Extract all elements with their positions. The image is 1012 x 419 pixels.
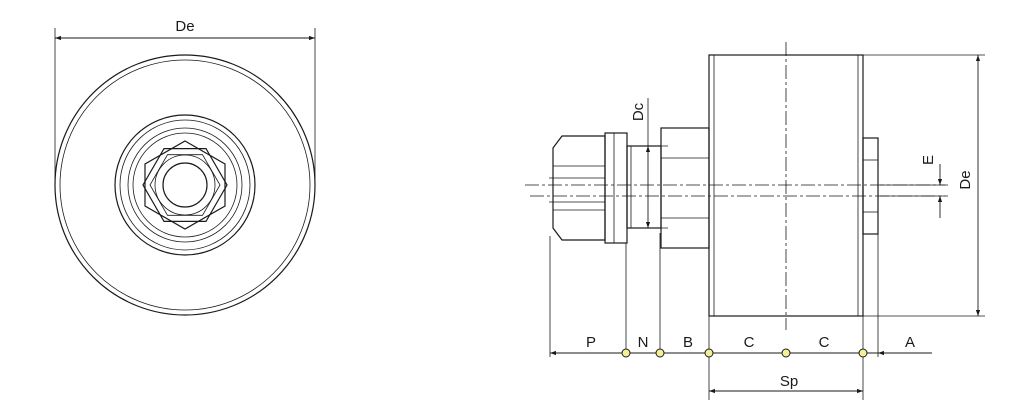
hex-socket [144, 140, 226, 230]
chain-node-1 [621, 348, 631, 358]
segment-label-a: A [905, 334, 915, 351]
dc-label: Dc [630, 102, 647, 121]
chain-node-4 [781, 348, 791, 358]
thread-circle [154, 154, 216, 216]
washer-circle-2 [132, 132, 238, 238]
segment-label-c1: C [744, 334, 755, 351]
hex-nut-large [142, 148, 228, 222]
side-view: Dc E De P N B C C A Sp [525, 42, 985, 400]
right-hex-nut [862, 137, 879, 235]
stud-hex-head [660, 127, 710, 249]
washer-circle [127, 127, 243, 243]
segment-label-c2: C [819, 334, 830, 351]
segment-label-b: B [683, 334, 693, 351]
outer-ring-circle [54, 54, 316, 316]
chain-node-5 [858, 348, 868, 358]
inner-ring-circle-2 [119, 119, 251, 251]
front-de-label: De [175, 18, 194, 35]
hex-nut-chamfer [149, 154, 221, 216]
bore-circle [162, 162, 208, 208]
inner-ring-circle [114, 114, 256, 256]
chain-node-3 [704, 348, 714, 358]
washer [604, 132, 628, 244]
chain-node-2 [655, 348, 665, 358]
segment-label-n: N [638, 334, 649, 351]
lock-nut [552, 135, 606, 241]
stud-collar [626, 145, 662, 229]
outer-ring-inner-circle [59, 59, 311, 311]
segment-label-p: P [586, 334, 596, 351]
front-view: De [54, 18, 316, 316]
sp-label: Sp [780, 373, 798, 390]
side-de-label: De [957, 170, 974, 189]
e-label: E [920, 155, 937, 165]
